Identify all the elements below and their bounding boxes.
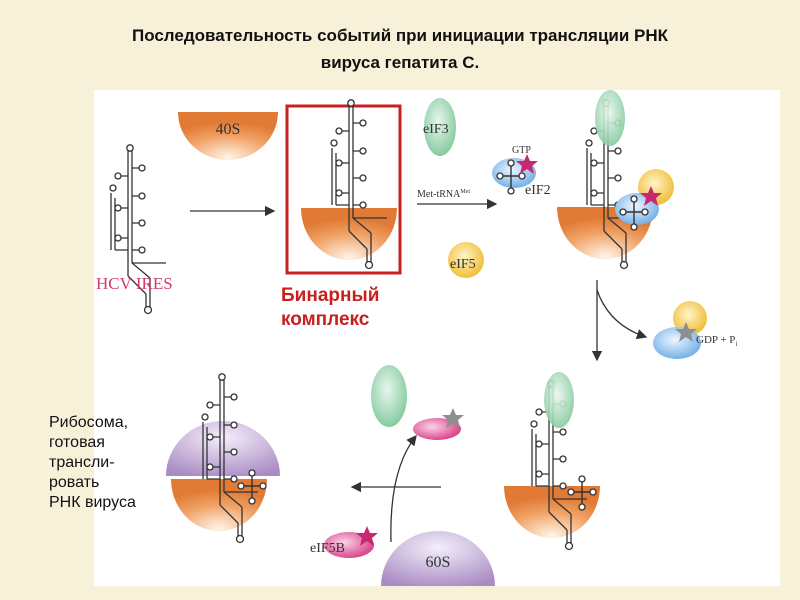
60s-in-80s-ribosome: [166, 421, 280, 476]
eif5b-factor: [324, 532, 374, 558]
ribosome-line-4: ровать: [49, 474, 100, 491]
eif5-label: eIF5: [450, 257, 476, 272]
ribosome-line-1: Рибосома,: [49, 414, 129, 431]
gtp-label: GTP: [512, 145, 531, 156]
gtp-star: [516, 154, 538, 174]
eif3-bottom-right: [544, 372, 574, 428]
binary-complex-annotation: Бинарный комплекс: [281, 284, 441, 332]
diagram-panel: HCV IRES 40S eIF3 Met-tRNAMet GTP eIF2 e…: [94, 90, 780, 586]
eif5-released: [673, 301, 707, 335]
arrow-factor-release: [390, 434, 417, 543]
eif3-bound: [595, 90, 625, 146]
gdp-star-grey: [675, 322, 697, 342]
diagram-canvas: HCV IRES 40S eIF3 Met-tRNAMet GTP eIF2 e…: [96, 90, 737, 586]
binary-complex-box: [285, 104, 402, 275]
40s-subunit-free: [178, 112, 278, 160]
eif3-label: eIF3: [423, 122, 449, 137]
gtp-star-bound: [640, 186, 662, 206]
eif2-label: eIF2: [525, 183, 551, 198]
40s-bottom-right: [504, 486, 600, 538]
ribosome-line-2: готовая: [49, 434, 105, 451]
binary-complex-line-2: комплекс: [281, 309, 370, 330]
eif5-factor: [448, 242, 484, 278]
gdp-pi-label: GDP + Pi: [696, 334, 737, 348]
eif3-released: [371, 365, 407, 427]
40s-label: 40S: [216, 121, 241, 138]
60s-label: 60S: [426, 554, 451, 571]
page-title: Последовательность событий при инициации…: [40, 22, 760, 76]
eif5b-gtp-star: [356, 526, 378, 546]
eif2-gdp-released: [653, 327, 701, 359]
60s-subunit: [381, 531, 495, 586]
gdp-star-released: [442, 408, 464, 428]
arrow-gdp-release: [596, 289, 648, 340]
ribosome-ready-annotation: Рибосома, готовая трансли- ровать РНК ви…: [49, 413, 189, 513]
ribosome-line-3: трансли-: [49, 454, 115, 471]
40s-in-binary-complex: [301, 208, 397, 260]
met-trna-label: Met-tRNAMet: [417, 189, 470, 200]
eif3-factor: [424, 98, 456, 156]
title-line-2: вируса гепатита С.: [320, 53, 480, 72]
binary-complex-line-1: Бинарный: [281, 285, 380, 306]
eif5b-label: eIF5B: [310, 541, 345, 556]
hcv-ires-label: HCV IRES: [96, 274, 173, 293]
ribosome-line-5: РНК вируса: [49, 494, 136, 511]
title-line-1: Последовательность событий при инициации…: [131, 26, 669, 45]
